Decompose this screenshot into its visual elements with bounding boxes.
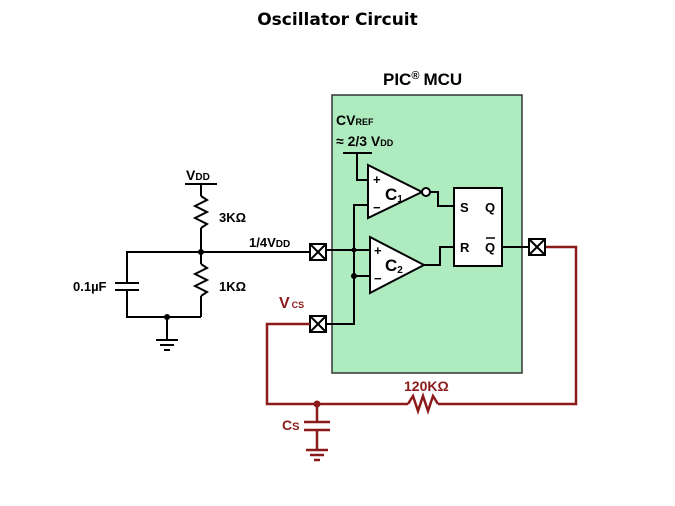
c1-minus: − [373,200,381,215]
c2-plus: + [374,243,382,258]
junction-dot [351,247,357,253]
comparator-c1 [367,163,425,220]
comparator-c2 [369,235,427,295]
resistor-120k [406,392,440,415]
latch-qbar: Q [485,240,495,255]
node-label: 1/4VDD [249,235,290,250]
resistor-3k [192,195,210,229]
latch-q: Q [485,200,495,215]
latch-r: R [460,240,470,255]
sr-latch [453,187,503,267]
cap-label: 0.1µF [73,279,107,294]
pin-output [528,238,546,256]
c2-label: C2 [385,256,403,276]
cvref-label: CVREF [336,112,374,128]
c1-plus: + [373,172,381,187]
diagram-title: Oscillator Circuit [257,10,418,30]
junction-dot [198,249,204,255]
mcu-label: PIC®MCU [383,70,462,89]
junction-dot [351,273,357,279]
resistor-1k [192,263,210,297]
junction-dot [313,400,321,408]
junction-dot [164,314,170,320]
r120k-label: 120KΩ [404,378,449,394]
inverter-bubble [421,187,431,197]
c1-label: C1 [385,185,403,205]
r-bottom-label: 1KΩ [219,279,246,294]
pin-vcs [309,315,327,333]
pin-divider [309,243,327,261]
cs-label: CS [282,417,299,433]
latch-s: S [460,200,469,215]
c2-minus: − [374,271,382,286]
cvref-value: ≈ 2/3 VDD [336,133,394,149]
r-top-label: 3KΩ [219,210,246,225]
vdd-label: VDD [186,167,210,183]
